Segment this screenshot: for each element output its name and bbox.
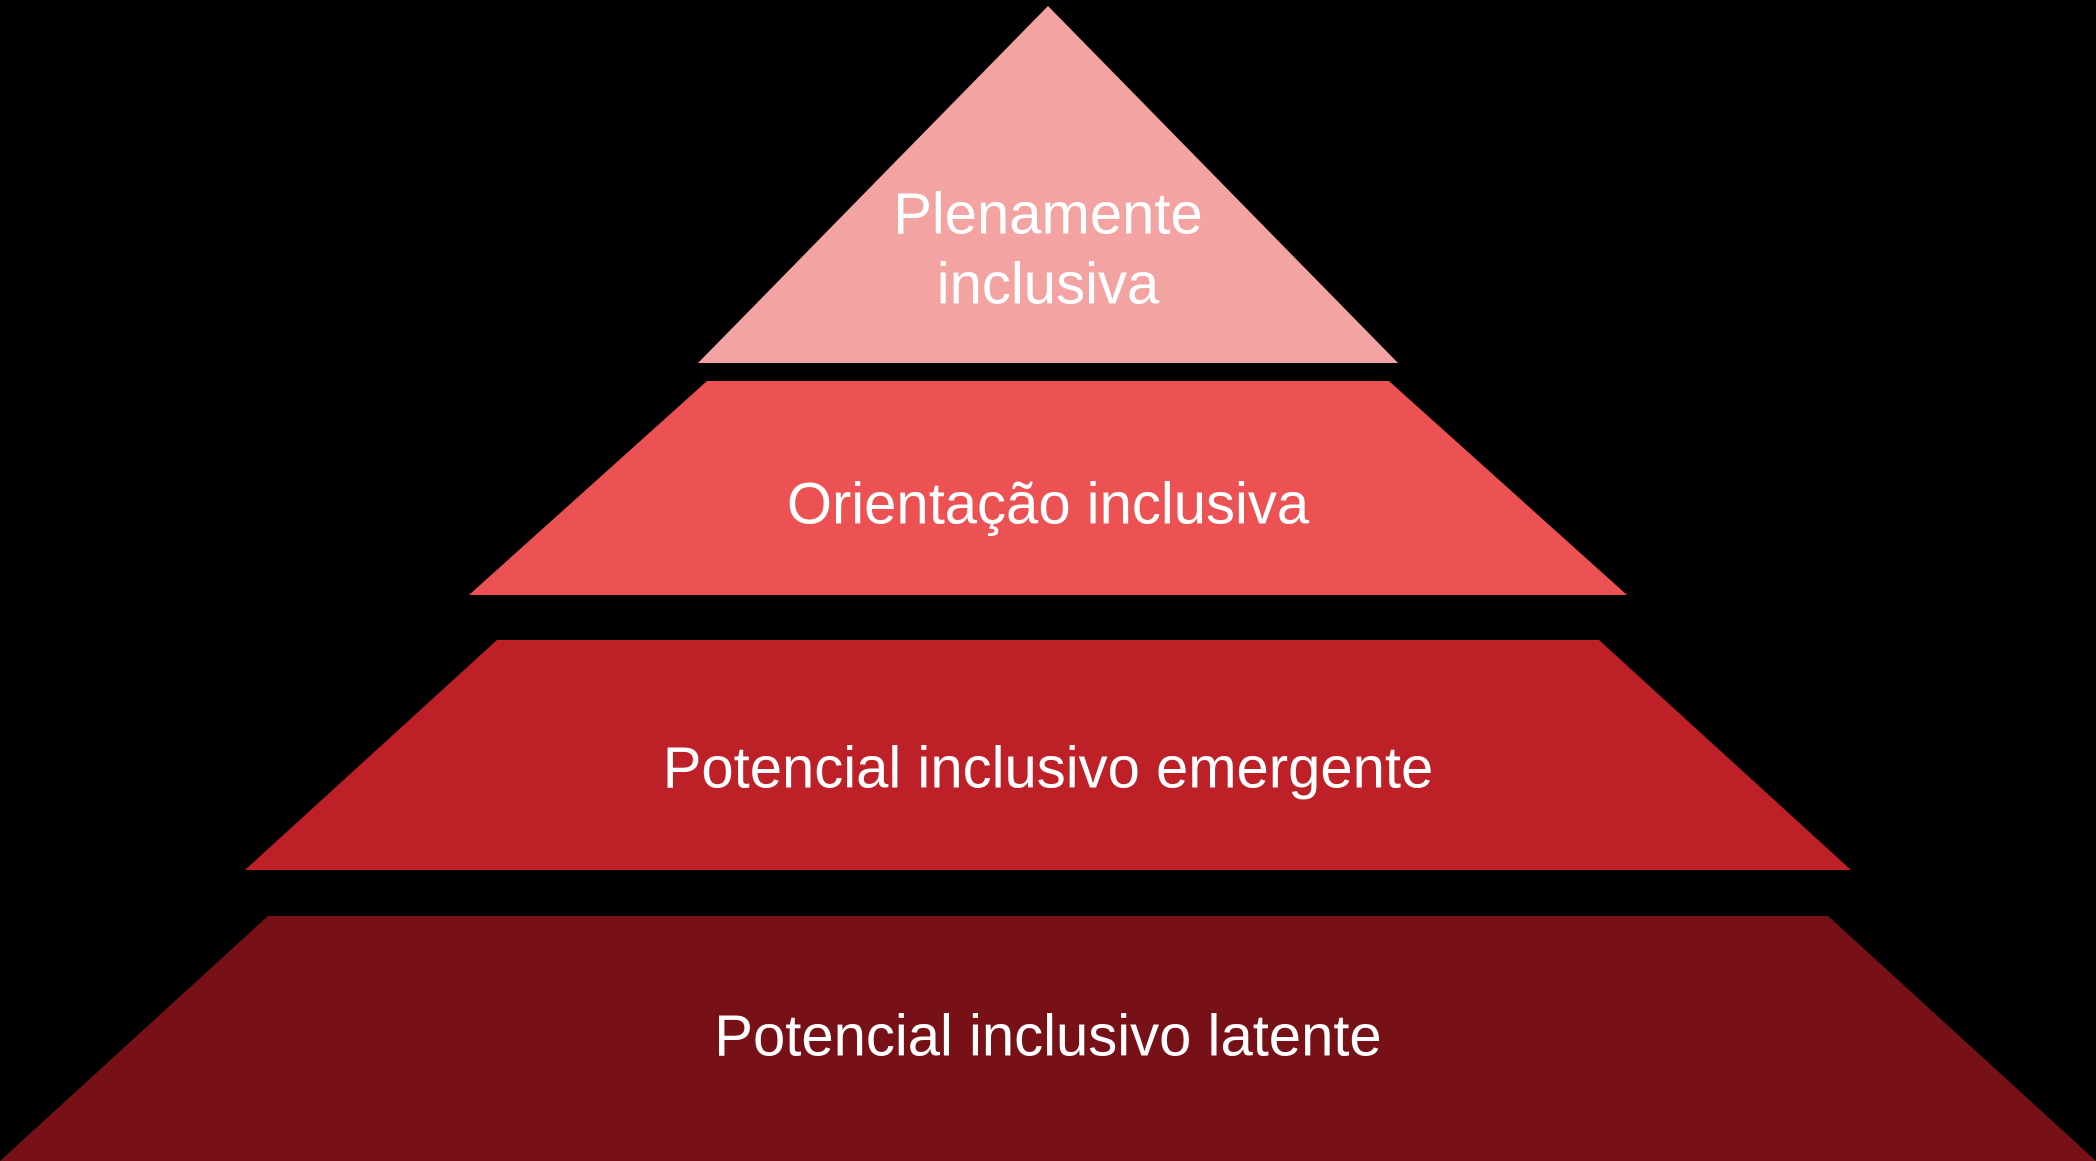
pyramid-tier-1-shape[interactable] xyxy=(698,6,1398,363)
pyramid-tier-1-label-line2: inclusiva xyxy=(937,251,1160,316)
pyramid-tier-2[interactable]: Orientação inclusiva xyxy=(469,381,1627,595)
pyramid-tier-3[interactable]: Potencial inclusivo emergente xyxy=(245,640,1851,870)
pyramid-tier-4[interactable]: Potencial inclusivo latente xyxy=(0,916,2096,1161)
pyramid-tier-2-label: Orientação inclusiva xyxy=(787,471,1310,536)
pyramid-tier-1[interactable]: Plenamente inclusiva xyxy=(698,6,1398,363)
pyramid-tier-2-shape[interactable] xyxy=(469,381,1627,595)
pyramid-tier-4-label: Potencial inclusivo latente xyxy=(714,1003,1381,1068)
pyramid-tier-3-label: Potencial inclusivo emergente xyxy=(663,735,1434,800)
pyramid-tier-3-shape[interactable] xyxy=(245,640,1851,870)
pyramid-tier-1-label-line1: Plenamente xyxy=(893,181,1203,246)
pyramid-tier-4-shape[interactable] xyxy=(0,916,2096,1161)
